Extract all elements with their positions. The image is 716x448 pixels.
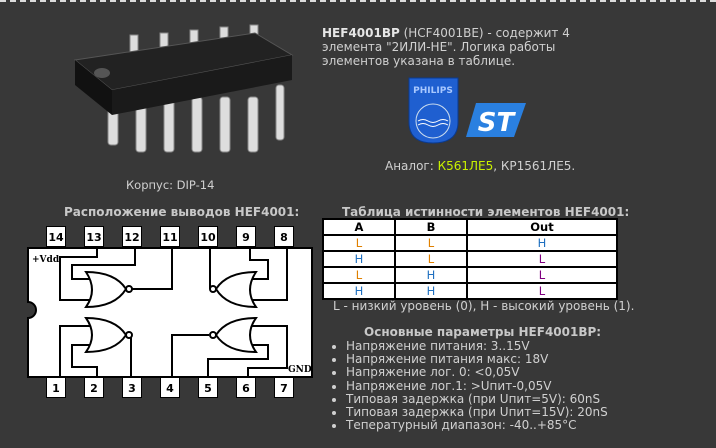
analog-line: Аналог: К561ЛЕ5, КР1561ЛЕ5. [385, 159, 575, 173]
svg-text:PHILIPS: PHILIPS [413, 86, 453, 96]
cell: L [466, 282, 618, 300]
top-divider [0, 0, 716, 2]
nor-gate-4 [209, 316, 258, 354]
pin-9: 9 [236, 226, 256, 247]
col-a: A [322, 218, 396, 236]
cell: H [322, 250, 396, 268]
pin-8: 8 [274, 226, 294, 247]
intro-description: (HCF4001BE) - содержит 4 элемента "2ИЛИ-… [322, 26, 570, 68]
pin-13: 13 [84, 226, 104, 247]
params-list: Напряжение питания: 3..15V Напряжение пи… [326, 339, 608, 432]
analog-label: Аналог: [385, 159, 438, 173]
pin-14: 14 [46, 226, 66, 247]
truth-table-title: Таблица истинности элементов HEF4001: [342, 205, 630, 219]
cell: L [322, 234, 396, 252]
pin-3: 3 [122, 377, 142, 398]
list-item: Типовая задержка (при Uпит=15V): 20nS [346, 405, 608, 419]
pin-7: 7 [274, 377, 294, 398]
pinout-title: Расположение выводов HEF4001: [64, 205, 300, 219]
analog-primary: К561ЛЕ5 [437, 159, 494, 173]
pin-10: 10 [198, 226, 218, 247]
pin-12: 12 [122, 226, 142, 247]
col-b: B [394, 218, 468, 236]
pin-1: 1 [46, 377, 66, 398]
cell: H [394, 282, 468, 300]
cell: H [466, 234, 618, 252]
col-out: Out [466, 218, 618, 236]
list-item: Напряжение питания: 3..15V [346, 339, 608, 353]
cell: L [466, 266, 618, 284]
dip14-chip-image [73, 24, 294, 153]
intro-text: HEF4001BP (HCF4001BE) - содержит 4 элеме… [322, 26, 622, 68]
pin-2: 2 [84, 377, 104, 398]
pin-4: 4 [160, 377, 180, 398]
vdd-label: +Vdd [32, 255, 60, 265]
model-name: HEF4001BP [322, 26, 400, 40]
list-item: Напряжение лог.1: >Uпит-0,05V [346, 379, 608, 393]
list-item: Тепературный диапазон: -40..+85°C [346, 419, 608, 432]
list-item: Типовая задержка (при Uпит=5V): 60nS [346, 392, 608, 406]
cell: H [394, 266, 468, 284]
cell: H [322, 282, 396, 300]
analog-rest: , КР1561ЛЕ5. [493, 159, 576, 173]
gnd-label: GND [288, 365, 312, 375]
pin-6: 6 [236, 377, 256, 398]
st-logo: ST [466, 103, 526, 138]
cell: L [394, 250, 468, 268]
cell: L [394, 234, 468, 252]
nor-gate-2 [209, 270, 258, 309]
package-label: Корпус: DIP-14 [126, 178, 215, 192]
philips-logo: PHILIPS [408, 77, 459, 144]
nor-gate-3 [84, 316, 133, 354]
svg-text:ST: ST [478, 108, 517, 138]
truth-table-note: L - низкий уровень (0), H - высокий уров… [333, 299, 635, 313]
pin-11: 11 [160, 226, 180, 247]
list-item: Напряжение питания макс: 18V [346, 353, 608, 366]
nor-gate-1 [84, 270, 133, 309]
cell: L [466, 250, 618, 268]
cell: L [322, 266, 396, 284]
list-item: Напряжение лог. 0: <0,05V [346, 366, 608, 379]
params-title: Основные параметры HEF4001BP: [364, 325, 602, 339]
pin-5: 5 [198, 377, 218, 398]
